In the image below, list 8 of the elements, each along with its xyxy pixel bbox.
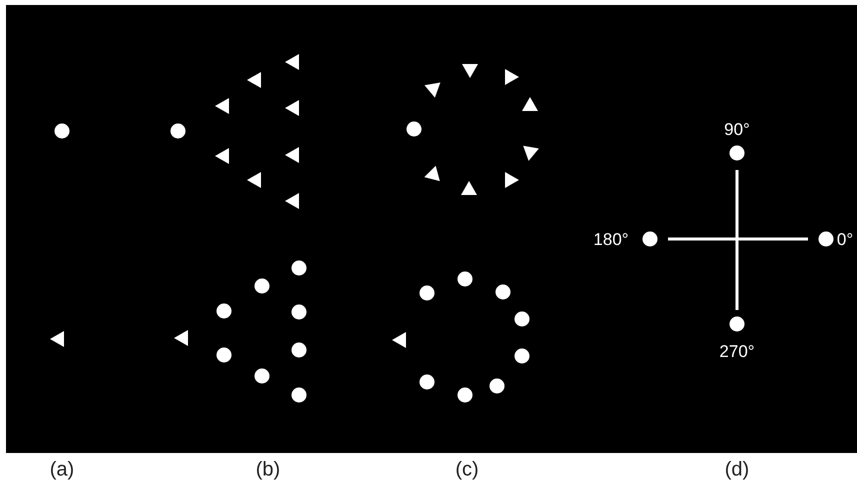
angle-label: 270° <box>719 342 755 362</box>
panel-label: (a) <box>50 458 74 482</box>
angle-label: 180° <box>593 230 629 250</box>
panel-label: (c) <box>455 458 479 482</box>
panel-label: (d) <box>724 458 750 482</box>
panel-label: (b) <box>256 458 280 482</box>
angle-label: 90° <box>724 120 750 140</box>
angle-label: 0° <box>836 230 854 250</box>
